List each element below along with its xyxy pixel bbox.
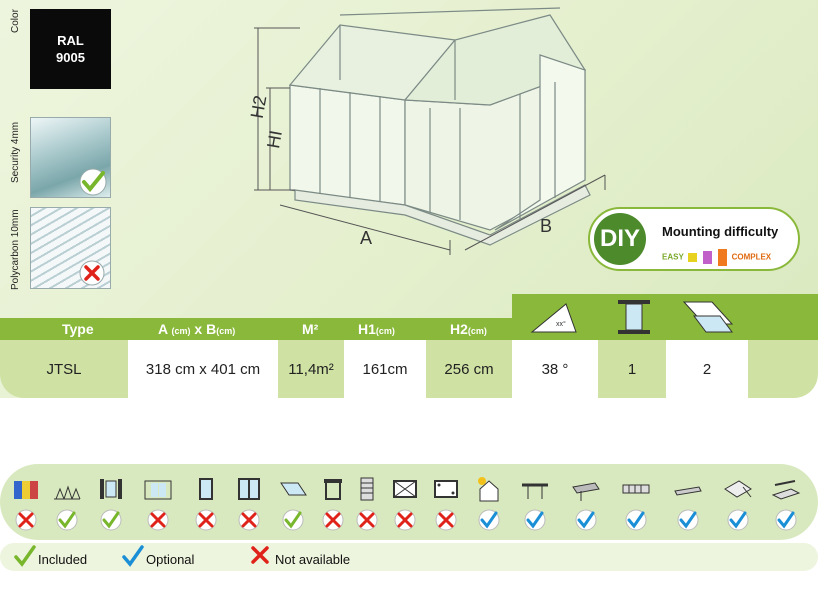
status-optional-icon [727, 509, 749, 531]
polycarbonate-swatch[interactable] [30, 207, 111, 289]
level3-icon [718, 249, 728, 266]
staging-icon [771, 475, 801, 503]
shade-panel-icon [431, 475, 461, 503]
roof-vent-icon [682, 301, 734, 333]
spec-value-row: JTSL 318 cm x 401 cm 11,4m² 161cm 256 cm… [0, 340, 818, 398]
status-optional-icon [677, 509, 699, 531]
legend-optional: Optional [146, 552, 195, 567]
cross-window-icon [390, 475, 420, 503]
value-h1: 161cm [344, 340, 426, 398]
header-h1: H1(cm) [358, 321, 395, 337]
shelf-slatted-icon [571, 475, 601, 503]
ral-line2: 9005 [56, 50, 85, 65]
value-m2: 11,4m² [278, 340, 344, 398]
shelf-bracket-icon [520, 475, 550, 503]
label-h2: H2 [247, 94, 271, 120]
diy-badge: DIY [594, 213, 646, 265]
svg-text:xx°: xx° [556, 320, 566, 328]
header-type: Type [62, 321, 94, 337]
header-m2: M² [302, 321, 319, 337]
color-palette-icon [11, 475, 41, 503]
check-icon [79, 168, 107, 196]
greenhouse-sun-icon [474, 475, 504, 503]
status-included-icon [282, 509, 304, 531]
status-included-icon [100, 509, 122, 531]
status-not_available-icon [322, 509, 344, 531]
status-optional-icon [625, 509, 647, 531]
status-optional-icon [524, 509, 546, 531]
tool-rack-icon [723, 475, 753, 503]
status-not_available-icon [195, 509, 217, 531]
shelf-plain-icon [673, 475, 703, 503]
label-a: A [360, 228, 372, 248]
finial-icon [318, 475, 348, 503]
label-b: B [540, 216, 552, 236]
window-icon [618, 300, 650, 334]
shelf-grid-icon [621, 475, 651, 503]
value-vents: 2 [666, 340, 748, 398]
louvre-icon [352, 475, 382, 503]
roof-vent-icon [278, 475, 308, 503]
status-not_available-icon [238, 509, 260, 531]
accessories-strip [0, 464, 818, 540]
not-available-cross-icon [251, 546, 269, 564]
label-h1: HI [263, 129, 286, 150]
optional-check-icon [122, 545, 144, 567]
color-label: Color [10, 9, 21, 33]
level2-icon [703, 251, 713, 264]
legend-included: Included [38, 552, 88, 567]
poly-label: Polycarbon 10mm [10, 209, 21, 290]
security-glass-swatch[interactable] [30, 117, 111, 198]
diy-difficulty-badge: DIY Mounting difficulty EASY COMPLEX [588, 207, 800, 271]
value-windows: 1 [598, 340, 666, 398]
complex-label: COMPLEX [731, 252, 772, 262]
value-empty [748, 340, 818, 398]
sliding-door-icon [96, 475, 126, 503]
header-h2: H2(cm) [450, 321, 487, 337]
legend: Included Optional Not available [0, 543, 818, 571]
difficulty-scale: EASY COMPLEX [662, 249, 771, 266]
included-check-icon [14, 545, 36, 567]
status-optional-icon [575, 509, 597, 531]
status-not_available-icon [435, 509, 457, 531]
value-ab: 318 cm x 401 cm [128, 340, 278, 398]
glass-label: Security 4mm [10, 121, 21, 183]
status-not_available-icon [147, 509, 169, 531]
status-optional-icon [775, 509, 797, 531]
plants-icon [52, 475, 82, 503]
diy-title: Mounting difficulty [662, 224, 779, 239]
ral-line1: RAL [57, 33, 84, 48]
value-h2: 256 cm [426, 340, 512, 398]
door-opener-icon [234, 475, 264, 503]
roof-angle-icon: xx° [530, 303, 577, 333]
ral-color-swatch[interactable]: RAL 9005 [30, 9, 111, 89]
spec-table: Type A (cm) x B(cm) M² H1(cm) H2(cm) xx°… [0, 294, 818, 398]
greenhouse-drawing: H2 HI A B [247, 7, 606, 255]
easy-label: EASY [662, 252, 684, 262]
value-angle: 38 ° [512, 340, 598, 398]
status-not_available-icon [356, 509, 378, 531]
status-included-icon [56, 509, 78, 531]
status-optional-icon [478, 509, 500, 531]
window-icon [191, 475, 221, 503]
value-type: JTSL [0, 340, 128, 398]
header-ab: A (cm) x B(cm) [158, 321, 236, 337]
cross-icon [79, 260, 105, 286]
status-not_available-icon [15, 509, 37, 531]
status-not_available-icon [394, 509, 416, 531]
double-door-icon [143, 475, 173, 503]
legend-not-available: Not available [275, 552, 351, 567]
level1-icon [687, 253, 697, 262]
